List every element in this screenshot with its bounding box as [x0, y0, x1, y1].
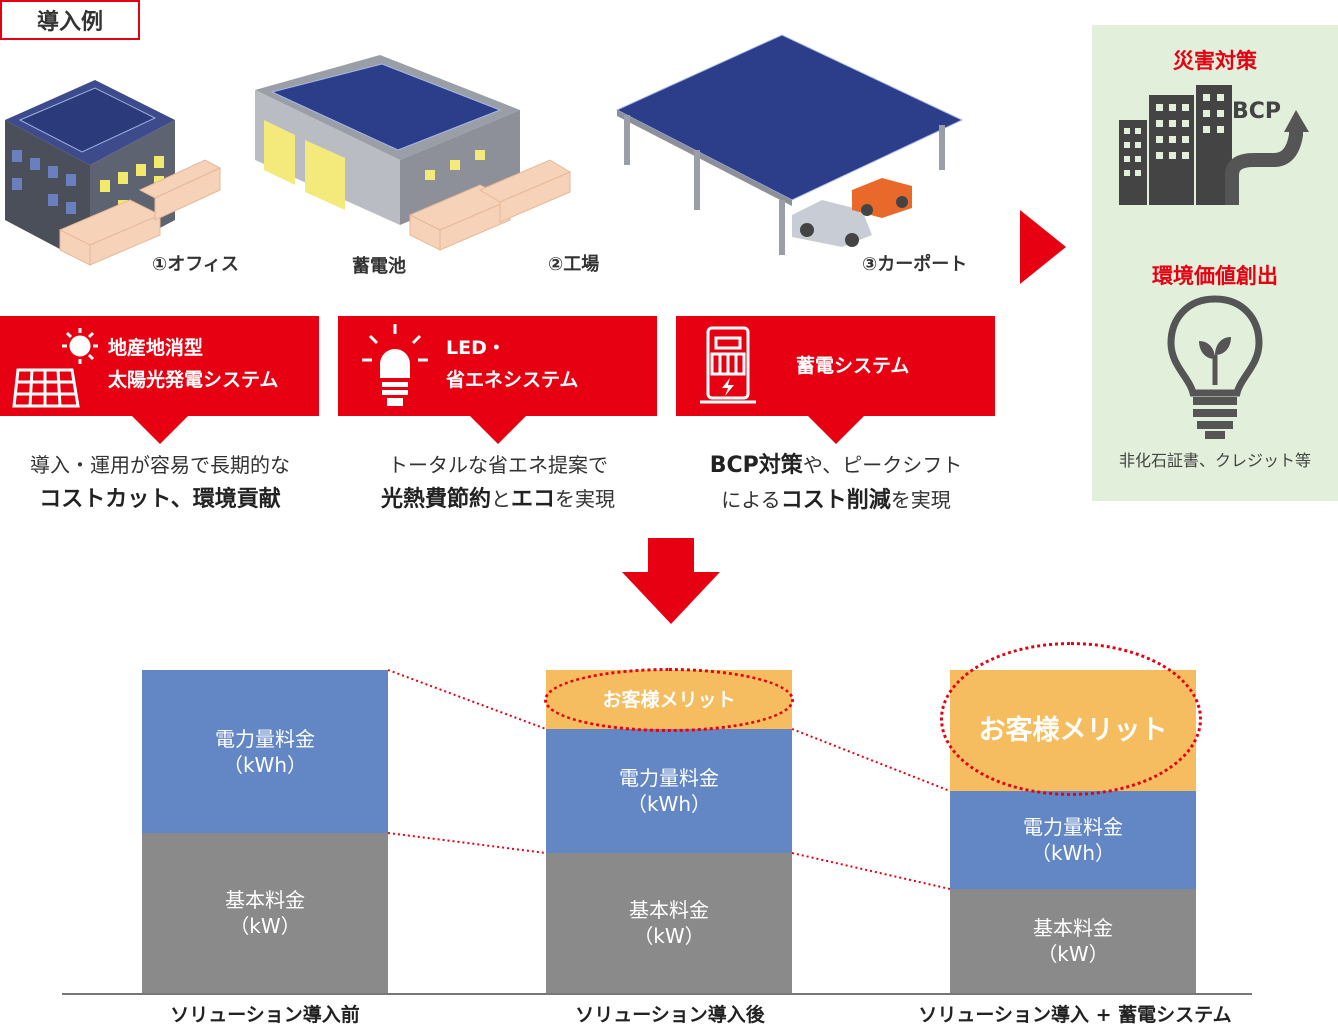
caption-office: ①オフィス: [152, 254, 239, 275]
system-box-led: LED・ 省エネシステム: [338, 316, 657, 444]
right-arrow-icon: [1020, 210, 1066, 284]
benefits-panel: 災害対策 BCP 環境価値創出 非化石証書、クレジット等: [1092, 25, 1338, 501]
eco-light-bulb-icon: [1167, 295, 1263, 439]
description-line: 導入・運用が容易で長期的な: [30, 453, 290, 477]
bcp-building-growth-icon: [1119, 85, 1309, 205]
description-highlight: 光熱費節約とエコを実現: [380, 487, 616, 512]
base-charge-segment: 基本料金（kW）: [950, 889, 1196, 993]
system-led-line1: LED・: [446, 337, 506, 359]
disaster-title: 災害対策: [1173, 49, 1257, 73]
light-bulb-icon: [362, 324, 428, 406]
merit-highlight-ellipse: [544, 668, 794, 732]
segment-unit: （kW）: [229, 914, 301, 938]
customer-merit-segment: お客様メリット: [544, 668, 794, 732]
energy-charge-segment: 電力量料金（kWh）: [142, 670, 388, 833]
system-solar-line1: 地産地消型: [108, 337, 204, 359]
description-line: BCP対策や、ピークシフト: [709, 453, 963, 478]
segment-unit: （kWh）: [1030, 841, 1116, 865]
x-label-before: ソリューション導入前: [170, 1004, 360, 1026]
office-building-illustration: [5, 80, 222, 266]
x-axis-line: [62, 993, 1252, 995]
environment-note: 非化石証書、クレジット等: [1118, 451, 1311, 470]
segment-label: 基本料金: [629, 898, 709, 922]
caption-carport: ③カーポート: [862, 254, 968, 275]
box-pointer: [131, 416, 188, 444]
x-label-after: ソリューション導入後: [575, 1004, 765, 1026]
caption-factory: ②工場: [548, 254, 600, 275]
bcp-label: BCP: [1232, 99, 1282, 124]
caption-battery: 蓄電池: [352, 256, 406, 277]
system-solar-line2: 太陽光発電システム: [108, 369, 279, 391]
section-tag: 導入例: [0, 0, 140, 40]
description-led: トータルな省エネ提案で 光熱費節約とエコを実現: [338, 448, 658, 517]
description-line: トータルな省エネ提案で: [388, 453, 608, 477]
segment-unit: （kW）: [1037, 942, 1109, 966]
description-battery: BCP対策や、ピークシフト によるコスト削減を実現: [676, 448, 996, 518]
connector-line: [387, 669, 547, 730]
base-charge-segment: 基本料金（kW）: [546, 853, 792, 993]
description-solar: 導入・運用が容易で長期的な コストカット、環境貢献: [0, 448, 320, 517]
factory-illustration: [255, 55, 572, 251]
carport-illustration: [615, 34, 964, 255]
segment-label: 基本料金: [1033, 916, 1113, 940]
battery-storage-icon: [700, 326, 756, 404]
down-arrow-icon: [622, 538, 720, 624]
segment-label: 電力量料金: [215, 726, 315, 751]
segment-unit: （kWh）: [626, 792, 712, 816]
box-pointer: [807, 416, 864, 444]
description-highlight: によるコスト削減を実現: [721, 488, 951, 513]
box-pointer: [469, 416, 526, 444]
connector-line: [387, 832, 547, 854]
system-battery-line1: 蓄電システム: [796, 355, 910, 377]
base-charge-segment: 基本料金（kW）: [142, 833, 388, 993]
customer-merit-segment: お客様メリット: [940, 642, 1202, 796]
energy-charge-segment: 電力量料金（kWh）: [950, 791, 1196, 889]
segment-label: 基本料金: [225, 888, 305, 912]
connector-line: [791, 728, 951, 792]
segment-label: 電力量料金: [619, 766, 719, 790]
merit-highlight-ellipse: [940, 642, 1202, 796]
segment-unit: （kW）: [633, 924, 705, 948]
x-label-after-storage: ソリューション導入 + 蓄電システム: [918, 1004, 1232, 1026]
system-led-line2: 省エネシステム: [446, 369, 579, 391]
segment-label: 電力量料金: [1023, 815, 1123, 839]
system-box-solar: 地産地消型 太陽光発電システム: [0, 316, 319, 444]
segment-unit: （kWh）: [222, 752, 308, 777]
merit-label: お客様メリット: [978, 714, 1168, 746]
merit-label: お客様メリット: [602, 688, 736, 711]
energy-charge-segment: 電力量料金（kWh）: [546, 729, 792, 853]
system-box-battery: 蓄電システム: [676, 316, 995, 444]
connector-line: [791, 852, 951, 890]
description-highlight: コストカット、環境貢献: [39, 487, 281, 512]
solar-panel-sun-icon: [12, 328, 98, 408]
environment-title: 環境価値創出: [1152, 264, 1278, 288]
